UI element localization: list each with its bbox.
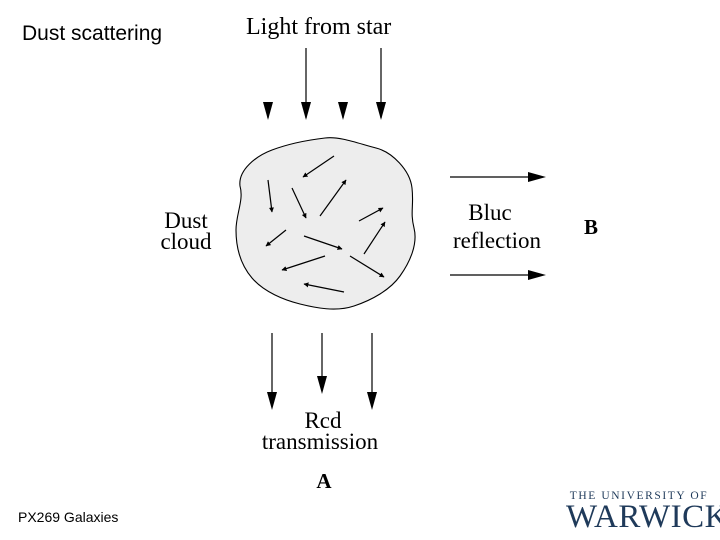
scatter-arrow: [281, 255, 326, 271]
scatter-arrow: [302, 155, 335, 178]
scatter-arrow: [303, 282, 345, 293]
incoming-arrowhead: [263, 102, 273, 120]
transmission-marker: A: [316, 469, 332, 493]
scatter-arrow: [267, 179, 274, 213]
reflection-arrowhead: [528, 172, 546, 182]
incoming-arrowhead: [301, 102, 311, 120]
scatter-arrow: [265, 229, 287, 247]
footer-course-label: PX269 Galaxies: [18, 509, 119, 525]
reflection-label-line2: reflection: [453, 228, 542, 253]
scatter-arrow: [319, 179, 347, 217]
transmission-label-line1: Rcd: [304, 408, 342, 433]
incoming-arrowhead: [376, 102, 386, 120]
logo-top-text: THE UNIVERSITY OF: [569, 490, 709, 502]
scatter-arrow: [358, 207, 384, 222]
scatter-arrow: [349, 255, 385, 278]
transmission-arrowhead: [267, 392, 277, 410]
scatter-arrow: [291, 187, 307, 219]
cloud-label-line2: cloud: [160, 229, 212, 254]
transmission-label-line2: transmission: [262, 429, 379, 454]
reflection-label-backdrop: [446, 198, 550, 250]
logo-main-text: WARWICK: [566, 499, 720, 535]
cloud-label-line1: Dust: [164, 208, 208, 233]
transmission-arrowhead: [367, 392, 377, 410]
scatter-arrow: [303, 235, 343, 250]
transmission-arrowhead: [317, 376, 327, 394]
incoming-light-arrows: [263, 48, 386, 120]
university-logo: THE UNIVERSITY OF WARWICK: [566, 490, 720, 536]
transmission-arrows: [267, 333, 377, 410]
scatter-arrow: [363, 221, 386, 255]
dust-cloud: [235, 137, 416, 310]
reflection-arrowhead: [528, 270, 546, 280]
incoming-arrowhead: [338, 102, 348, 120]
reflection-label-line1: Bluc: [468, 200, 511, 225]
reflection-marker: B: [584, 215, 598, 239]
incoming-light-label: Light from star: [246, 14, 391, 40]
slide-title: Dust scattering: [22, 22, 163, 45]
scattering-arrows: [265, 155, 386, 293]
